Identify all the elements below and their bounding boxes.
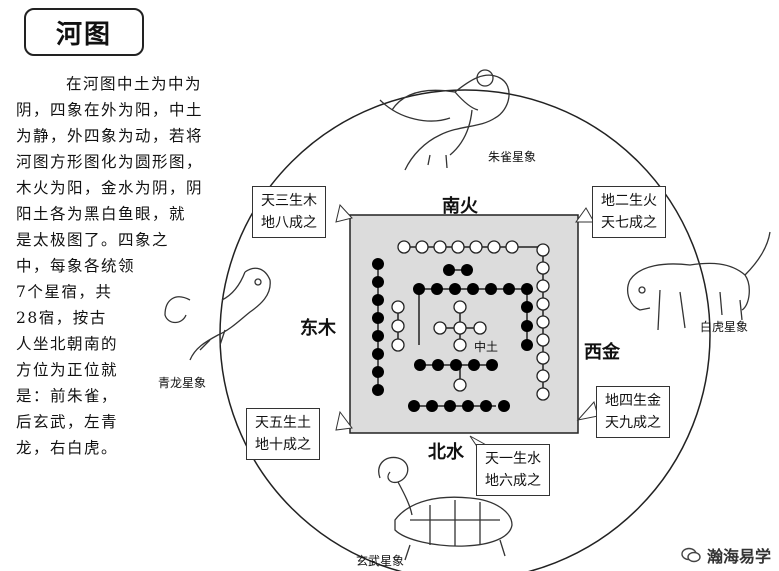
north-dots bbox=[408, 359, 510, 412]
watermark-text: 瀚海易学 bbox=[706, 547, 771, 566]
callout-line: 地四生金 bbox=[605, 393, 661, 409]
azure-dragon-label: 青龙星象 bbox=[158, 376, 207, 390]
vermilion-bird-icon bbox=[379, 69, 510, 171]
callout-line: 地十成之 bbox=[255, 437, 311, 453]
text-line: 河图方形图化为圆形图， bbox=[16, 153, 204, 171]
text-line: 后玄武，左青 bbox=[16, 413, 119, 431]
text-line: 人坐北朝南的 bbox=[16, 335, 119, 353]
callout-line: 天一生水 bbox=[485, 451, 541, 467]
direction-south: 南火 bbox=[442, 196, 478, 217]
callout-line: 天五生土 bbox=[255, 415, 311, 431]
text-line: 木火为阳，金水为阴，阴 bbox=[16, 179, 204, 197]
direction-east: 东木 bbox=[300, 318, 336, 339]
callout-metal: 地四生金 天九成之 bbox=[596, 386, 670, 438]
text-line: 方位为正位就 bbox=[16, 361, 119, 379]
east-dots bbox=[372, 258, 405, 396]
center-dots bbox=[433, 300, 487, 352]
south-dots bbox=[397, 240, 519, 276]
wechat-icon bbox=[681, 547, 701, 563]
azure-dragon-icon bbox=[164, 267, 271, 361]
black-tortoise-label: 玄武星象 bbox=[356, 554, 405, 568]
callout-line: 地六成之 bbox=[485, 473, 541, 489]
inner-black-row bbox=[413, 283, 533, 295]
text-line: 为静，外四象为动，若将 bbox=[16, 127, 204, 145]
text-line: 是：前朱雀， bbox=[16, 387, 119, 405]
callout-earth: 天五生土 地十成之 bbox=[246, 408, 320, 460]
direction-west: 西金 bbox=[584, 342, 620, 363]
west-dots bbox=[521, 243, 550, 401]
text-line: 是太极图了。四象之 bbox=[16, 231, 170, 249]
text-line: 28宿，按古 bbox=[16, 309, 107, 327]
callout-fire: 地二生火 天七成之 bbox=[592, 186, 666, 238]
callout-line: 天九成之 bbox=[605, 415, 661, 431]
text-line: 阴，四象在外为阳，中土 bbox=[16, 101, 204, 119]
white-tiger-icon bbox=[627, 231, 771, 331]
callout-line: 地二生火 bbox=[601, 193, 657, 209]
white-tiger-label: 白虎星象 bbox=[700, 320, 749, 334]
watermark: 瀚海易学 bbox=[681, 543, 771, 567]
black-tortoise-icon bbox=[378, 456, 513, 561]
direction-north: 北水 bbox=[428, 442, 464, 463]
text-line: 在河图中土为中为 bbox=[66, 75, 203, 93]
callout-wood: 天三生木 地八成之 bbox=[252, 186, 326, 238]
title-box: 河图 bbox=[24, 8, 144, 56]
vermilion-bird-label: 朱雀星象 bbox=[488, 150, 537, 164]
callout-water: 天一生水 地六成之 bbox=[476, 444, 550, 496]
text-line: 7个星宿，共 bbox=[16, 283, 113, 301]
text-line: 阳土各为黑白鱼眼，就 bbox=[16, 205, 187, 223]
callout-line: 地八成之 bbox=[261, 215, 317, 231]
page-title: 河图 bbox=[55, 19, 112, 50]
center-label: 中土 bbox=[474, 340, 499, 354]
callout-line: 天七成之 bbox=[601, 215, 657, 231]
callout-line: 天三生木 bbox=[261, 193, 317, 209]
text-line: 中，每象各统领 bbox=[16, 257, 136, 275]
text-line: 龙，右白虎。 bbox=[16, 439, 119, 457]
outer-circle bbox=[219, 89, 711, 571]
